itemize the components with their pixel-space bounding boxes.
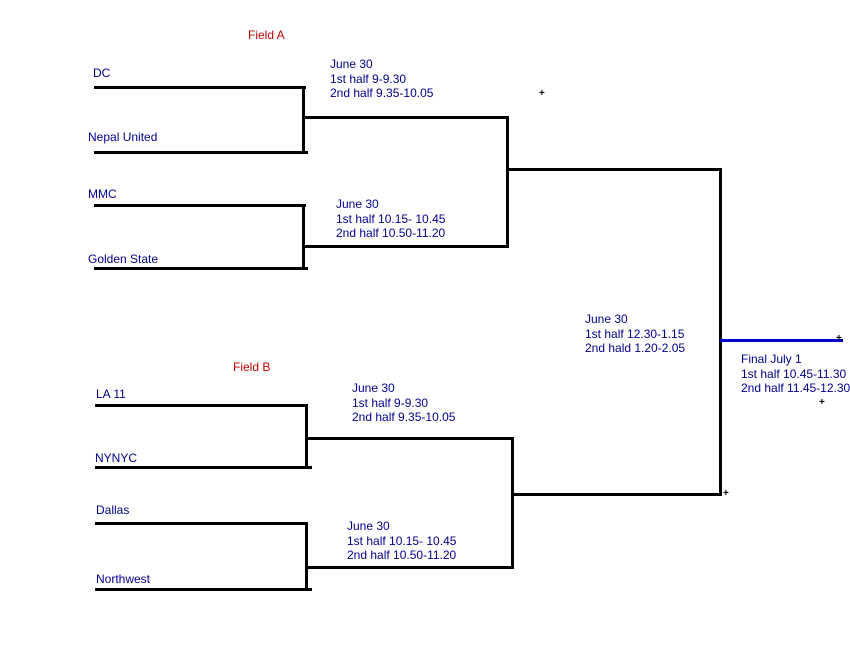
team-name-golden-state: Golden State: [88, 252, 159, 266]
match2-team1-line: [94, 204, 306, 207]
match3-schedule: June 30 1st half 9-9.30 2nd half 9.35-10…: [352, 381, 455, 425]
match2-schedule: June 30 1st half 10.15- 10.45 2nd half 1…: [336, 197, 445, 241]
match3-schedule-second-half: 2nd half 9.35-10.05: [352, 410, 456, 424]
match2-schedule-first-half: 1st half 10.15- 10.45: [336, 211, 446, 226]
match4-winner-line: [305, 566, 514, 569]
match1-schedule: June 30 1st half 9-9.30 2nd half 9.35-10…: [330, 57, 433, 101]
semifinal-schedule-first-half: 1st half 12.30-1.15: [585, 326, 685, 341]
field-b-label: Field B: [233, 360, 271, 374]
match2-team2-line: [94, 267, 308, 270]
plus-marker-icon: +: [836, 333, 842, 344]
match3-schedule-date: June 30: [352, 381, 395, 395]
semifinal-schedule-second-half: 2nd hald 1.20-2.05: [585, 341, 686, 355]
match1-schedule-first-half: 1st half 9-9.30: [330, 71, 407, 86]
match1-joiner-line: [302, 86, 305, 154]
match3-winner-line: [305, 437, 514, 440]
plus-marker-icon: +: [723, 488, 729, 499]
final-schedule-date: Final July 1: [741, 352, 802, 366]
final-joiner-line: [719, 168, 722, 496]
match1-winner-line: [302, 116, 509, 119]
match4-schedule-first-half: 1st half 10.15- 10.45: [347, 533, 457, 548]
semifinal2-joiner-line: [511, 437, 514, 569]
team-name-mmc: MMC: [88, 187, 117, 201]
field-a-label: Field A: [248, 28, 285, 42]
team-name-dallas: Dallas: [96, 503, 130, 517]
match3-joiner-line: [305, 404, 308, 469]
match2-joiner-line: [302, 204, 305, 270]
match4-schedule: June 30 1st half 10.15- 10.45 2nd half 1…: [347, 519, 456, 563]
match1-schedule-date: June 30: [330, 57, 373, 71]
match2-schedule-second-half: 2nd half 10.50-11.20: [336, 226, 446, 240]
final-schedule-second-half: 2nd half 11.45-12.30: [741, 381, 850, 395]
team-name-dc: DC: [93, 66, 111, 80]
semifinal-schedule: June 30 1st half 12.30-1.15 2nd hald 1.2…: [585, 312, 685, 356]
semifinal1-joiner-line: [506, 116, 509, 248]
semifinal1-winner-line: [506, 168, 722, 171]
match1-schedule-second-half: 2nd half 9.35-10.05: [330, 86, 434, 100]
final-schedule-first-half: 1st half 10.45-11.30: [741, 366, 847, 381]
match2-schedule-date: June 30: [336, 197, 379, 211]
team-name-nynyc: NYNYC: [95, 451, 138, 465]
match4-schedule-second-half: 2nd half 10.50-11.20: [347, 548, 457, 562]
plus-marker-icon: +: [539, 88, 545, 99]
match1-team2-line: [94, 151, 308, 154]
match4-schedule-date: June 30: [347, 519, 390, 533]
team-name-northwest: Northwest: [96, 572, 151, 586]
semifinal2-winner-line: [511, 493, 722, 496]
final-schedule: Final July 1 1st half 10.45-11.30 2nd ha…: [741, 352, 850, 396]
match1-team1-line: [94, 86, 306, 89]
match2-winner-line: [302, 245, 509, 248]
match4-team1-line: [95, 522, 308, 525]
semifinal-schedule-date: June 30: [585, 312, 628, 326]
match3-team2-line: [95, 466, 312, 469]
plus-marker-icon: +: [819, 397, 825, 408]
team-name-nepal-united: Nepal United: [88, 130, 158, 144]
match3-schedule-first-half: 1st half 9-9.30: [352, 395, 429, 410]
team-name-la-11: LA 11: [96, 387, 126, 401]
champion-line: [720, 339, 843, 342]
match4-team2-line: [95, 588, 312, 591]
match3-team1-line: [95, 404, 308, 407]
match4-joiner-line: [305, 522, 308, 591]
